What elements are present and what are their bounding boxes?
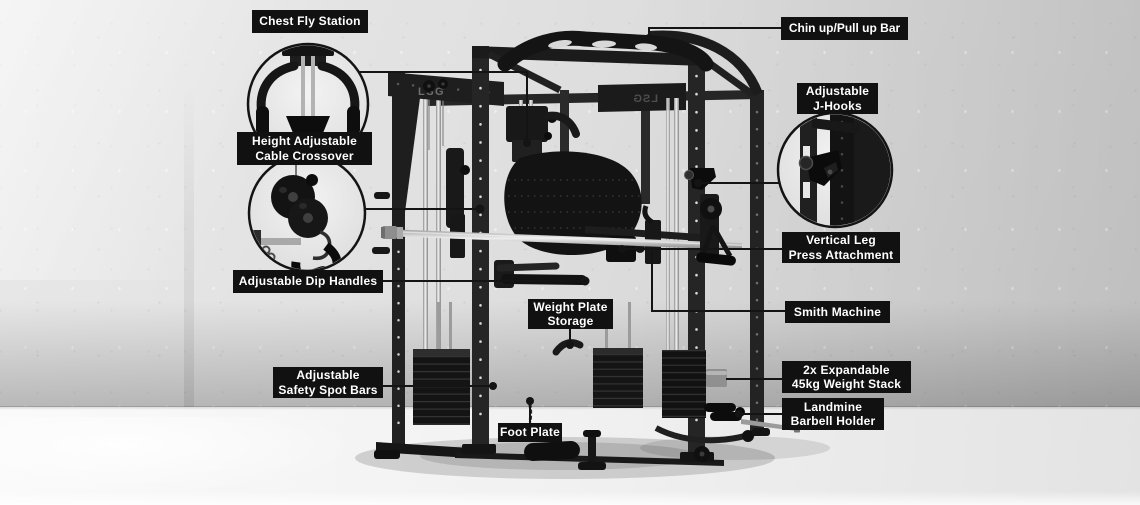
label-weight-plate-storage: Weight Plate Storage <box>528 299 613 329</box>
floor-accessories <box>524 430 606 470</box>
cable-crossover-inset <box>247 153 367 273</box>
label-expandable-stack: 2x Expandable 45kg Weight Stack <box>782 361 911 393</box>
label-chest-fly-station: Chest Fly Station <box>252 10 368 33</box>
label-landmine: Landmine Barbell Holder <box>782 398 884 430</box>
label-safety-spot-bars: Adjustable Safety Spot Bars <box>273 367 383 398</box>
label-leg-press: Vertical Leg Press Attachment <box>782 232 900 263</box>
chin-up-bar <box>497 30 763 96</box>
leader-smith-machine <box>651 250 785 312</box>
label-smith-machine: Smith Machine <box>785 301 890 323</box>
wall-streak-shadow <box>184 85 194 407</box>
j-hooks-inset <box>776 111 894 229</box>
back-frame: LSG <box>428 83 764 436</box>
floor-bottom-strip <box>0 491 1140 505</box>
label-foot-plate: Foot Plate <box>498 423 562 442</box>
weight-stack-left <box>413 302 470 425</box>
pulley-carriage <box>696 194 736 266</box>
label-dip-handles: Adjustable Dip Handles <box>233 270 383 293</box>
smith-bar <box>381 205 742 264</box>
dip-handle <box>494 260 587 288</box>
leader-chest-fly <box>358 71 528 143</box>
brand-text-back: LSG <box>632 93 658 105</box>
leader-dots <box>475 34 743 418</box>
weight-stack-right <box>662 350 727 418</box>
label-j-hooks: Adjustable J-Hooks <box>797 83 878 114</box>
label-chin-up-bar: Chin up/Pull up Bar <box>781 17 908 40</box>
label-cable-crossover: Height Adjustable Cable Crossover <box>237 132 372 165</box>
gym-machine: LSG LSG <box>372 30 800 470</box>
leader-lines <box>358 27 785 423</box>
wall-floor-junction <box>0 406 1140 410</box>
